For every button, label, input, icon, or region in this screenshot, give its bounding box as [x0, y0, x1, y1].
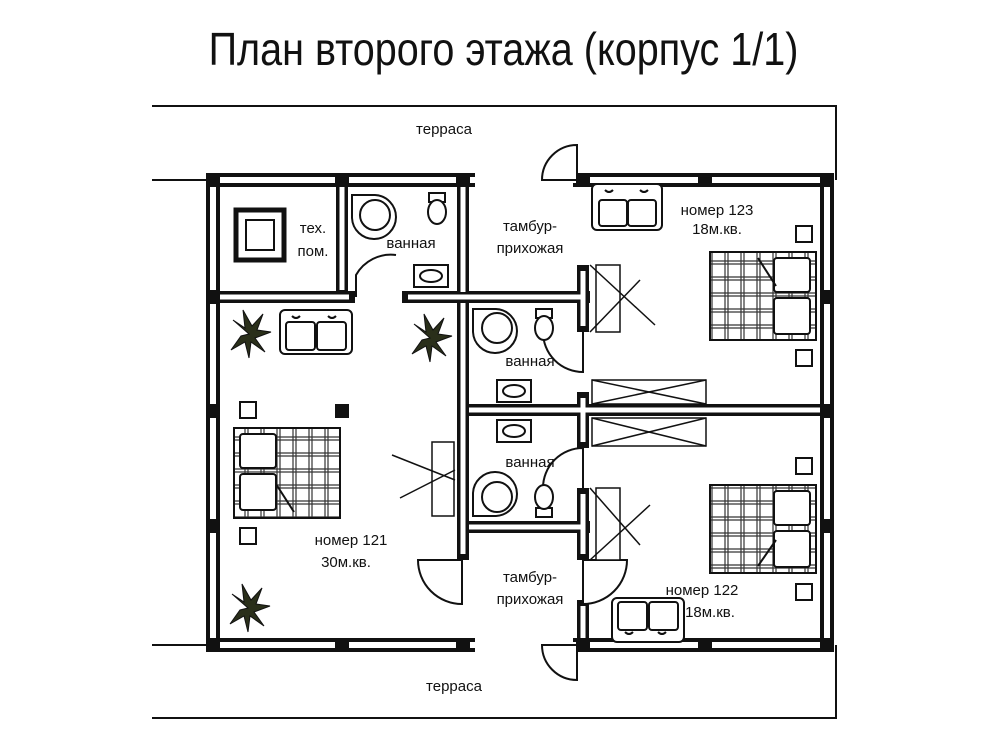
tech-room-equipment — [233, 207, 287, 263]
door-swings — [355, 143, 629, 682]
label-terrace-top: терраса — [416, 121, 473, 138]
nightstands — [239, 225, 813, 601]
label-terrace-bottom: терраса — [426, 678, 483, 695]
interior-walls-inner — [219, 186, 821, 639]
label-room122-2: 18м.кв. — [685, 604, 735, 621]
double-closet — [591, 379, 707, 447]
bed-room121 — [233, 427, 341, 519]
sofa-room123 — [591, 183, 663, 231]
label-vestibule-bottom-1: тамбур- — [503, 569, 557, 586]
label-tech-room-2: пом. — [298, 243, 329, 260]
bathroom-fixtures — [351, 192, 554, 518]
label-vestibule-top-1: тамбур- — [503, 218, 557, 235]
sofas — [279, 183, 685, 643]
plants — [229, 309, 453, 633]
plant-1 — [230, 309, 272, 359]
door-bottom-right — [582, 559, 629, 606]
terrace-outline — [152, 105, 837, 719]
beds — [233, 251, 817, 574]
wardrobes — [391, 264, 656, 561]
label-room121-1: номер 121 — [315, 532, 388, 549]
door-bottom-entrance — [540, 644, 578, 682]
post-small — [337, 404, 349, 416]
label-bath-top: ванная — [386, 235, 435, 252]
label-vestibule-top-2: прихожая — [497, 240, 564, 257]
plant-3 — [229, 583, 271, 633]
room-labels: терраса терраса тех. пом. ванная тамбур-… — [298, 121, 754, 695]
bed-room123 — [709, 251, 817, 341]
bed-room122 — [709, 484, 817, 574]
shower-mid-lower — [472, 471, 518, 517]
label-bath-mid-lower: ванная — [505, 454, 554, 471]
wall-posts — [206, 173, 834, 652]
door-bathroom-top — [355, 253, 397, 297]
sofa-room121 — [279, 309, 353, 355]
label-room123-1: номер 123 — [681, 202, 754, 219]
sofa-room122 — [611, 597, 685, 643]
shower-mid-upper — [472, 308, 518, 354]
label-room122-1: номер 122 — [666, 582, 739, 599]
page-title: План второго этажа (корпус 1/1) — [208, 23, 799, 75]
label-vestibule-bottom-2: прихожая — [497, 591, 564, 608]
plant-2 — [411, 313, 453, 363]
label-tech-room-1: тех. — [300, 220, 326, 237]
label-bath-mid-upper: ванная — [505, 353, 554, 370]
label-room123-2: 18м.кв. — [692, 221, 742, 238]
label-room121-2: 30м.кв. — [321, 554, 371, 571]
door-room122 — [542, 446, 584, 489]
door-top-entrance — [540, 143, 578, 181]
door-bottom-left — [416, 559, 463, 606]
